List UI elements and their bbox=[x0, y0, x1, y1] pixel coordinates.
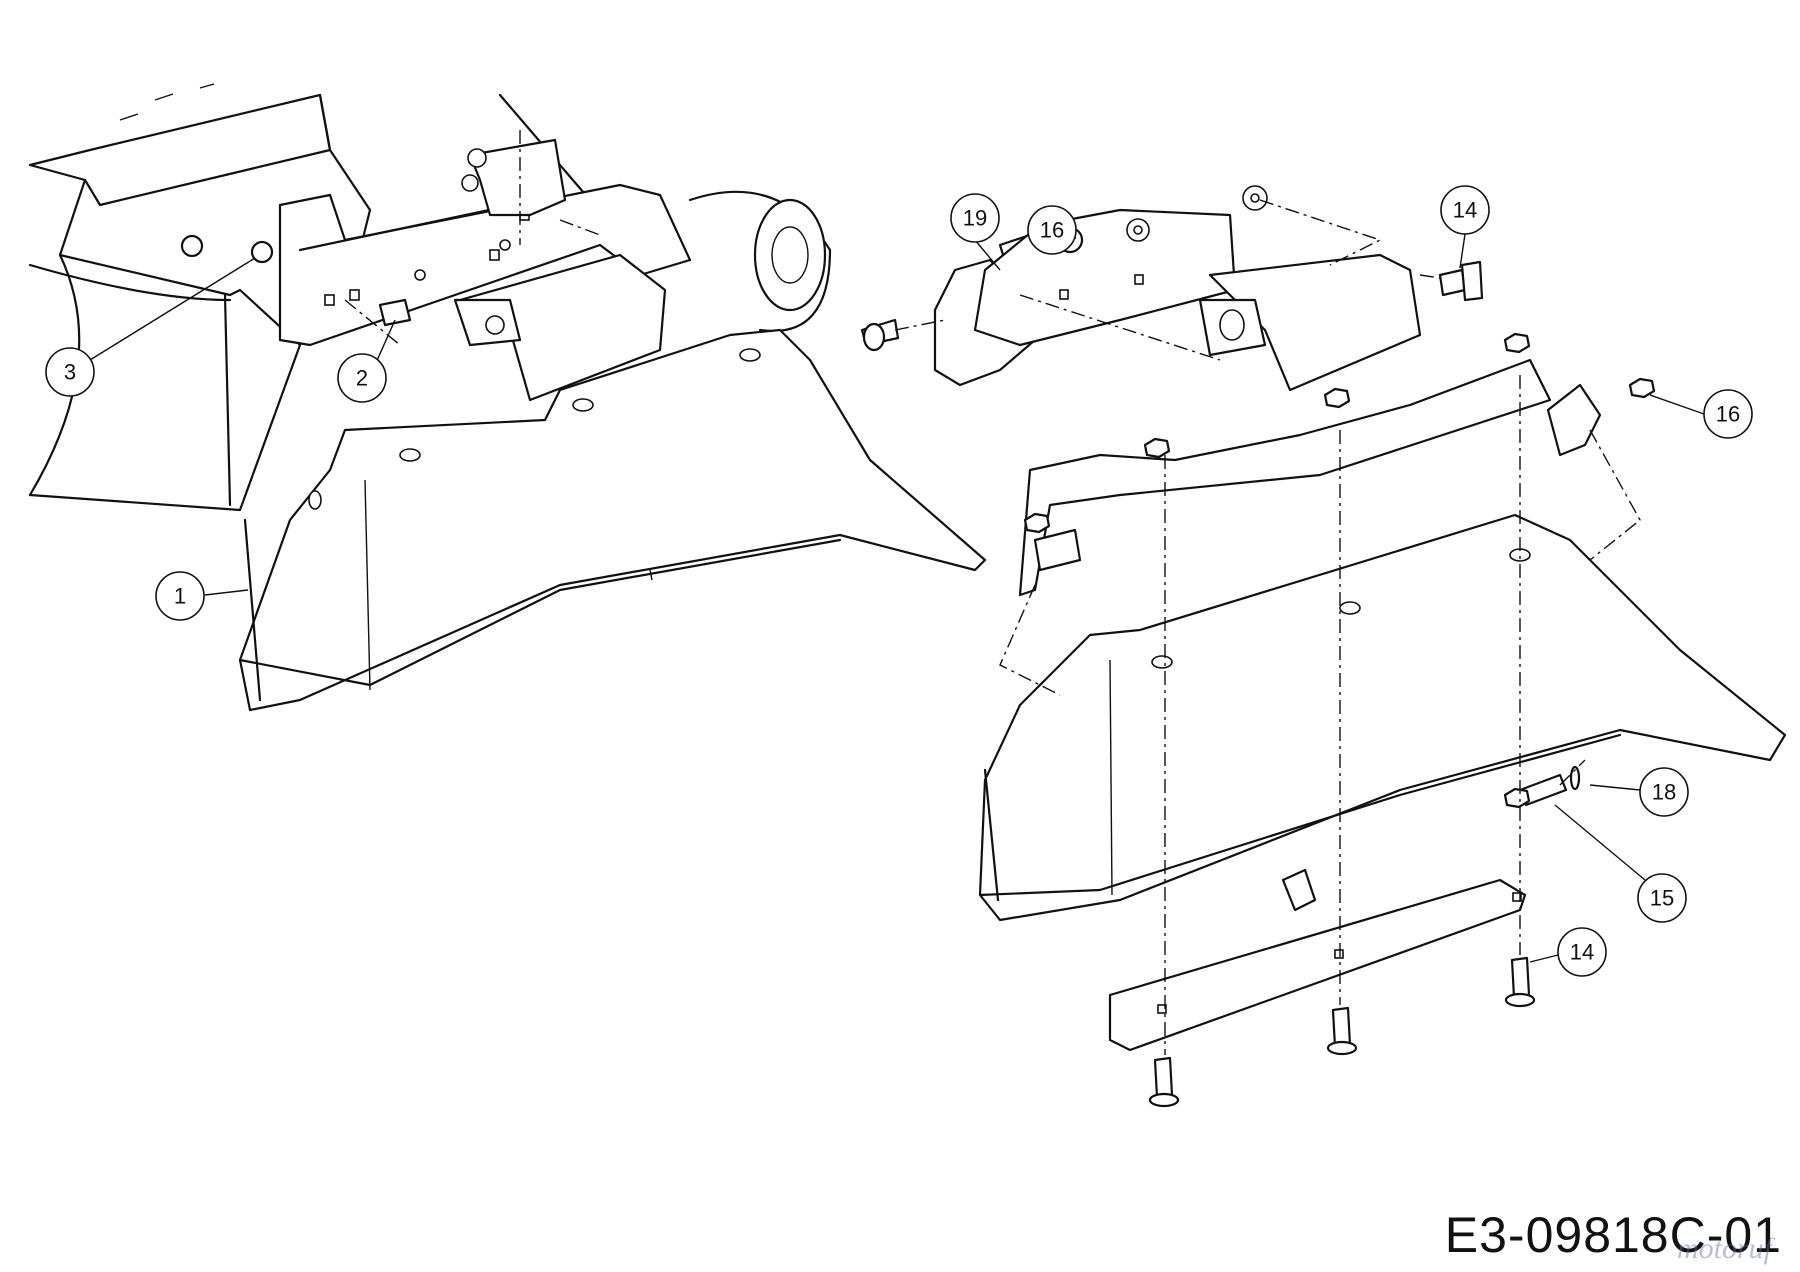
callouts: 1 2 3 19 16 14 16 bbox=[45, 185, 1753, 977]
callout-18-label: 18 bbox=[1652, 780, 1676, 805]
callout-14a: 14 bbox=[1440, 185, 1490, 269]
callout-3: 3 bbox=[45, 257, 256, 397]
left-assembly bbox=[28, 83, 987, 712]
callout-14b-label: 14 bbox=[1570, 940, 1594, 965]
callout-1-label: 1 bbox=[174, 584, 186, 609]
callout-2-label: 2 bbox=[356, 366, 368, 391]
watermark-logo: motoruf bbox=[1676, 1232, 1772, 1265]
callout-14b: 14 bbox=[1529, 927, 1607, 977]
right-assembly bbox=[860, 185, 1787, 1108]
callout-14a-label: 14 bbox=[1453, 198, 1477, 223]
callout-16b: 16 bbox=[1649, 389, 1753, 439]
callout-16a: 16 bbox=[1027, 205, 1077, 255]
callout-2: 2 bbox=[337, 319, 396, 403]
callout-19: 19 bbox=[950, 193, 1001, 271]
drawing-code: E3-09818C-01 bbox=[1444, 1207, 1782, 1263]
callout-16b-label: 16 bbox=[1716, 402, 1740, 427]
callout-3-label: 3 bbox=[64, 360, 76, 385]
callout-1: 1 bbox=[155, 571, 249, 621]
callout-15-label: 15 bbox=[1650, 886, 1674, 911]
callout-15: 15 bbox=[1554, 804, 1687, 923]
callout-19-label: 19 bbox=[963, 206, 987, 231]
callout-16a-label: 16 bbox=[1040, 218, 1064, 243]
callout-18: 18 bbox=[1589, 767, 1689, 817]
